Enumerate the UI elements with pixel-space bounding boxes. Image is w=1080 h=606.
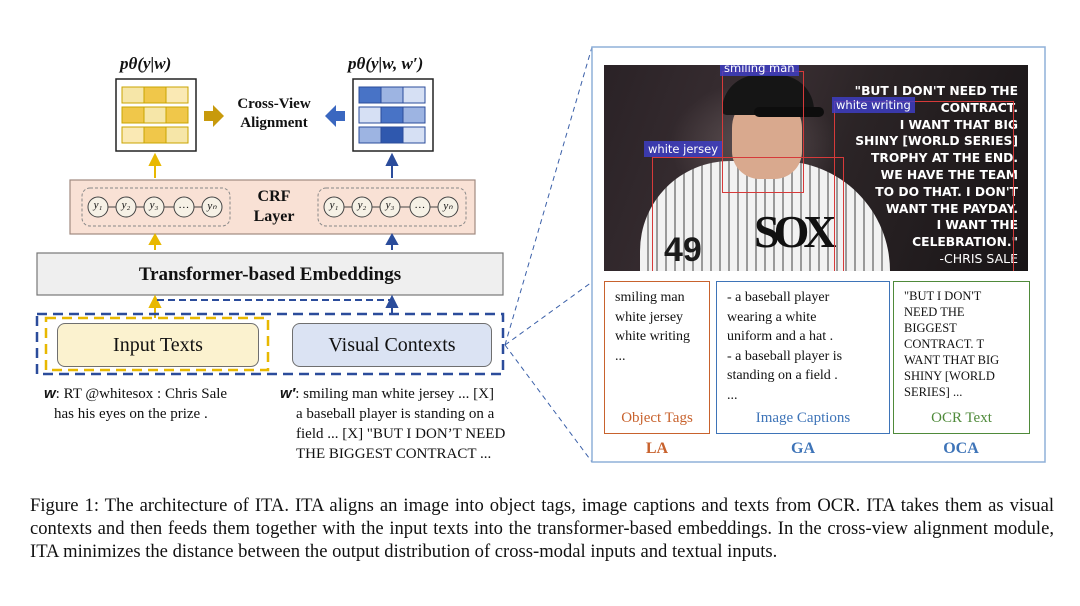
object-tags-label: Object Tags bbox=[621, 410, 693, 426]
input-text-example: w: RT @whitesox : Chris Sale has his eye… bbox=[44, 384, 294, 424]
w-prime-symbol: w′ bbox=[280, 385, 296, 402]
jersey-number: 49 bbox=[664, 231, 702, 269]
quote-line: TO DO THAT. I DON'T bbox=[875, 184, 1018, 199]
image-captions-body: - a baseball player wearing a white unif… bbox=[727, 290, 843, 403]
w-text-line-2: has his eyes on the prize . bbox=[54, 406, 208, 422]
smiling-man-tag: smiling man bbox=[720, 65, 799, 76]
white-writing-bbox bbox=[834, 101, 1014, 271]
crf-token: y₁ bbox=[93, 199, 103, 211]
panel-connector-lines bbox=[504, 46, 593, 463]
w-text-line-1: : RT @whitesox : Chris Sale bbox=[55, 386, 228, 402]
cross-modal-distribution-label: pθ(y|w, w′) bbox=[348, 54, 424, 73]
quote-line: CONTRACT. bbox=[940, 100, 1018, 115]
transformer-embeddings-label: Transformer-based Embeddings bbox=[138, 264, 402, 285]
ga-abbreviation: GA bbox=[791, 440, 815, 457]
image-panel-frame bbox=[591, 46, 1046, 463]
ocr-text-box: "BUT I DON'T NEED THE BIGGEST CONTRACT. … bbox=[893, 281, 1030, 434]
crf-line-2: Layer bbox=[253, 208, 295, 225]
quote-line: CELEBRATION." bbox=[912, 235, 1018, 250]
crf-token: y₂ bbox=[357, 199, 367, 211]
ocr-text-body: "BUT I DON'T NEED THE BIGGEST CONTRACT. … bbox=[904, 289, 1000, 399]
w-prime-line-2: a baseball player is standing on a bbox=[296, 406, 495, 422]
gold-flow-arrows bbox=[148, 152, 162, 318]
quote-author: -CHRIS SALE bbox=[939, 250, 1019, 266]
white-writing-tag: white writing bbox=[832, 97, 915, 113]
quote-lines: "BUT I DON'T NEED THE CONTRACT. I WANT THA… bbox=[813, 83, 1018, 251]
crf-token: yₙ bbox=[207, 200, 217, 212]
quote-line: WE HAVE THE TEAM bbox=[880, 167, 1018, 182]
quote-line: "BUT I DON'T NEED THE bbox=[854, 84, 1018, 98]
input-texts-dashed-frame bbox=[44, 316, 270, 372]
w-prime-line-1: : smiling man white jersey ... [X] bbox=[295, 386, 494, 402]
crf-token: yₙ bbox=[443, 200, 453, 212]
oca-abbreviation: OCA bbox=[943, 440, 979, 457]
visual-context-example: w′: smiling man white jersey ... [X] a b… bbox=[280, 384, 540, 464]
blue-flow-arrows bbox=[155, 152, 399, 314]
text-distribution-label: pθ(y|w) bbox=[120, 54, 172, 73]
quote-line: TROPHY AT THE END. bbox=[871, 151, 1018, 166]
ocr-text-label: OCR Text bbox=[931, 410, 992, 426]
cap-brim bbox=[754, 107, 824, 117]
w-symbol: w bbox=[44, 385, 56, 402]
crf-token: y₃ bbox=[149, 199, 159, 211]
visual-contexts-box: Visual Contexts bbox=[292, 323, 492, 367]
crf-token: y₁ bbox=[329, 199, 339, 211]
inputs-dashed-frame bbox=[35, 312, 505, 376]
w-prime-line-4: THE BIGGEST CONTRACT ... bbox=[296, 446, 492, 462]
gold-right-arrow-icon bbox=[204, 105, 224, 127]
la-abbreviation: LA bbox=[645, 440, 669, 457]
crf-token: … bbox=[179, 199, 189, 211]
quote-line: I WANT THAT BIG bbox=[899, 117, 1018, 132]
figure-caption: Figure 1: The architecture of ITA. ITA a… bbox=[30, 495, 1054, 562]
quote-line: SHINY [WORLD SERIES] bbox=[855, 134, 1018, 149]
tweet-photo: 49 SOX "BUT I DON'T NEED THE CONTRACT. I W… bbox=[604, 65, 1028, 271]
quote-text: "BUT I DON'T NEED THE CONTRACT. I WANT THA… bbox=[813, 83, 1018, 268]
alignment-line-2: Alignment bbox=[240, 115, 308, 131]
crf-line-1: CRF bbox=[257, 188, 291, 205]
text-only-distribution-matrix bbox=[115, 78, 197, 152]
image-captions-label: Image Captions bbox=[755, 410, 851, 426]
blue-left-arrow-icon bbox=[325, 105, 345, 127]
sox-logo: SOX bbox=[754, 206, 837, 257]
white-jersey-tag: white jersey bbox=[644, 141, 722, 157]
input-texts-label: Input Texts bbox=[113, 333, 203, 356]
crf-layer-title: CRF Layer bbox=[232, 187, 316, 227]
crf-token: y₂ bbox=[121, 199, 131, 211]
object-tags-box: smiling man white jersey white writing .… bbox=[604, 281, 710, 434]
quote-line: WANT THE PAYDAY. bbox=[885, 201, 1018, 216]
w-prime-line-3: field ... [X] "BUT I DON’T NEED bbox=[296, 426, 506, 442]
input-texts-box: Input Texts bbox=[57, 323, 259, 367]
transformer-box bbox=[36, 252, 504, 296]
cross-modal-distribution-matrix bbox=[352, 78, 434, 152]
white-jersey-bbox bbox=[652, 157, 844, 271]
alignment-line-1: Cross-View bbox=[237, 96, 311, 112]
object-tags-body: smiling man white jersey white writing .… bbox=[615, 290, 691, 364]
crf-token: … bbox=[415, 199, 425, 211]
image-captions-box: - a baseball player wearing a white unif… bbox=[716, 281, 890, 434]
quote-line: I WANT THE bbox=[936, 218, 1018, 233]
cross-view-alignment-title: Cross-View Alignment bbox=[222, 95, 326, 133]
visual-contexts-label: Visual Contexts bbox=[328, 333, 456, 356]
crf-token: y₃ bbox=[385, 199, 395, 211]
